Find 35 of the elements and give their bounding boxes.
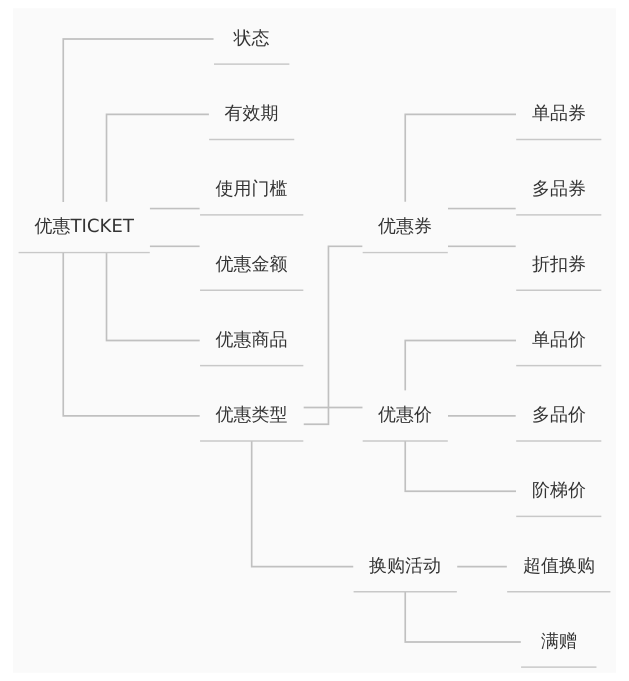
connector bbox=[448, 208, 516, 210]
node-text: 优惠商品 bbox=[216, 329, 288, 350]
connector bbox=[250, 441, 354, 568]
node-text: 优惠券 bbox=[378, 216, 432, 238]
node-text: 满赠 bbox=[540, 630, 577, 652]
connector bbox=[150, 245, 200, 248]
node-text: 阶梯价 bbox=[532, 480, 586, 501]
node-text: 换购活动 bbox=[369, 555, 442, 576]
connector bbox=[448, 415, 516, 417]
connector bbox=[304, 245, 362, 426]
node-text: 优惠价 bbox=[378, 404, 432, 426]
node-text: 状态 bbox=[234, 28, 270, 49]
node-text: 多品价 bbox=[532, 404, 586, 426]
connector bbox=[150, 208, 200, 210]
connector bbox=[404, 340, 516, 390]
connector bbox=[106, 114, 209, 202]
node-text: 多品券 bbox=[532, 178, 586, 200]
node-text: 优惠类型 bbox=[216, 404, 288, 426]
node-text: 优惠金额 bbox=[216, 254, 288, 275]
connector bbox=[457, 566, 507, 568]
connector bbox=[404, 114, 516, 202]
node-text: 使用门槛 bbox=[216, 178, 288, 200]
connector bbox=[106, 253, 200, 342]
connector bbox=[304, 406, 362, 408]
node-text: 折扣券 bbox=[532, 254, 586, 275]
connector bbox=[62, 252, 200, 417]
node-text: 单品券 bbox=[532, 103, 586, 124]
node-text: 有效期 bbox=[224, 103, 279, 124]
node-text: 超值换购 bbox=[522, 555, 595, 576]
connector bbox=[404, 592, 521, 643]
connector bbox=[404, 441, 516, 492]
node-text: 优惠TICKET bbox=[34, 216, 134, 238]
connector bbox=[448, 245, 516, 248]
connector bbox=[62, 38, 214, 202]
node-text: 单品价 bbox=[532, 329, 586, 350]
